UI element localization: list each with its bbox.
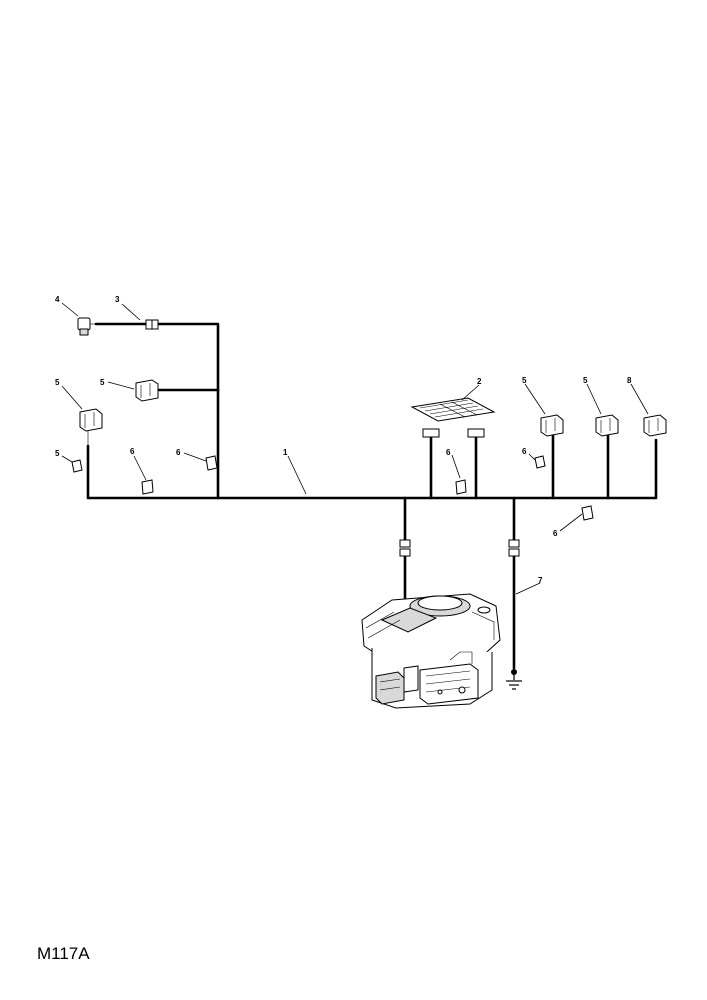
callout-3: 3 [115, 295, 120, 304]
callout-5-left-lower: 5 [55, 378, 60, 387]
switch-part-left-lower [79, 408, 103, 446]
callout-2: 2 [477, 377, 482, 386]
control-module-part [410, 397, 496, 438]
switch-part-right-2 [595, 414, 619, 437]
callout-labels: 4 3 5 5 5 6 6 1 2 5 5 8 6 6 6 7 [55, 295, 632, 585]
callout-6-left-1: 6 [130, 447, 135, 456]
main-wiring-harness [86, 322, 658, 670]
drawing-code: M117A [37, 944, 90, 963]
cable-clip-part-2 [141, 479, 154, 495]
switch-part-right-3 [643, 414, 667, 437]
callout-5-right-2: 5 [583, 376, 588, 385]
callout-1: 1 [283, 448, 288, 457]
engine-illustration [361, 593, 501, 709]
callout-6-right: 6 [522, 447, 527, 456]
switch-part-right-1 [540, 414, 564, 437]
inline-connector-part [145, 319, 159, 330]
cable-clip-part-4 [455, 479, 467, 495]
engine-connector-part [399, 539, 411, 557]
pressure-sensor-part [77, 317, 96, 336]
callout-4: 4 [55, 295, 60, 304]
cable-clip-part-3 [205, 455, 218, 471]
callout-5-right-1: 5 [522, 376, 527, 385]
callout-leaders [61, 302, 649, 595]
callout-5-left-upper: 5 [100, 378, 105, 387]
callout-5-left-clip: 5 [55, 449, 60, 458]
ground-connector-part [508, 539, 520, 557]
callout-8: 8 [627, 376, 632, 385]
cable-clip-part-6 [581, 505, 594, 521]
cable-clip-part-5 [534, 455, 546, 469]
ground-terminal-icon [506, 669, 522, 690]
callout-6-lower-right: 6 [553, 529, 558, 538]
callout-7: 7 [538, 576, 543, 585]
cable-clip-part-1 [71, 459, 83, 473]
switch-part-left-upper [135, 379, 159, 402]
callout-6-mid: 6 [446, 448, 451, 457]
callout-6-left-2: 6 [176, 448, 181, 457]
